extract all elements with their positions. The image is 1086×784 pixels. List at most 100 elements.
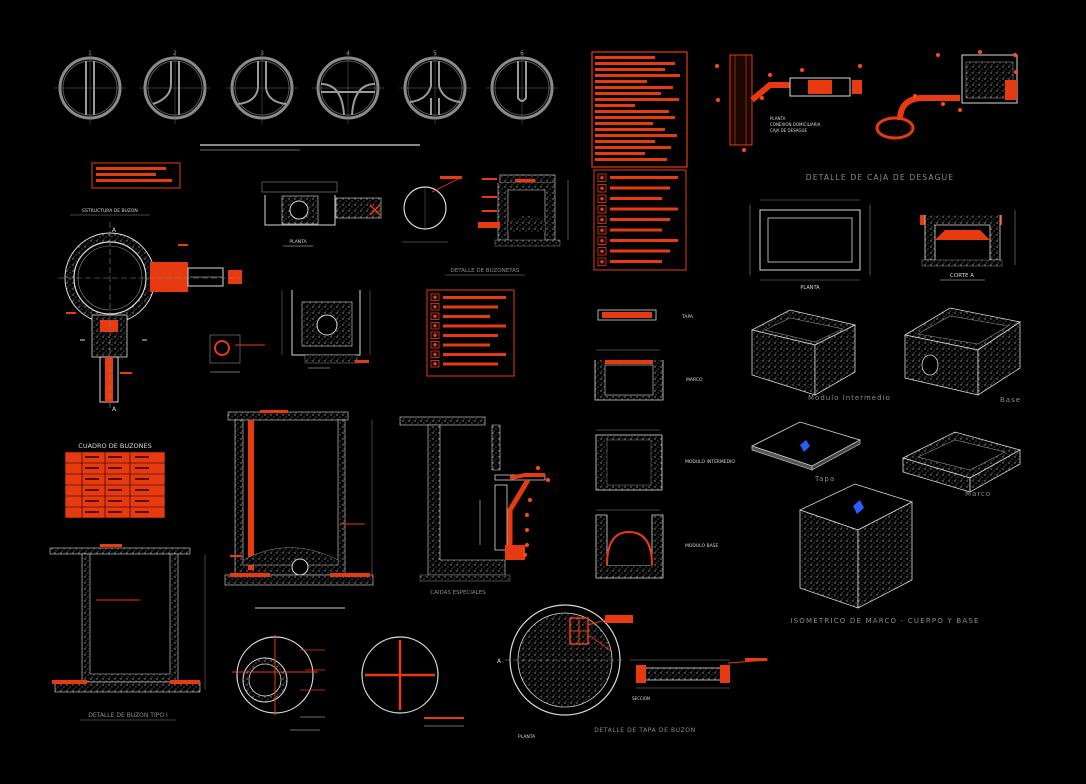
side-detail-marco: MARCO	[594, 349, 703, 401]
legend-row	[597, 236, 678, 245]
legend-row	[430, 331, 498, 339]
callout-marker	[858, 64, 862, 68]
note-line	[595, 68, 665, 71]
detalle-tapa-buzon-title: DETALLE DE TAPA DE BUZON	[594, 727, 695, 734]
note-line	[595, 80, 647, 83]
callout-marker	[760, 96, 764, 100]
svg-text:A: A	[497, 658, 502, 665]
tapa-buzon-plan: A PLANTA	[497, 604, 633, 740]
section-mark-a-bottom: A	[112, 406, 117, 413]
note-line	[595, 128, 665, 131]
note-line	[595, 74, 680, 77]
marco-iso-label: Marco	[965, 490, 991, 498]
note-line	[595, 152, 645, 155]
legend-row	[597, 257, 662, 266]
iso-base: Base	[903, 307, 1022, 404]
callout-marker	[978, 50, 982, 54]
circle-detail-4: 4	[312, 50, 384, 124]
tapa-planta-label: PLANTA	[518, 734, 536, 740]
svg-text:ESTRUCTURA DE BUZON: ESTRUCTURA DE BUZON	[82, 208, 138, 214]
note-line	[595, 104, 635, 107]
note-line	[595, 158, 667, 161]
circle-detail-1: 1	[54, 50, 126, 124]
buzon-section-1	[224, 410, 374, 609]
side-detail-modulo-base: MODULO BASE	[595, 509, 719, 579]
svg-text:CONEXION DOMICILIARIA: CONEXION DOMICILIARIA	[770, 122, 821, 127]
side-label-modulo-intermedio: MODULO INTERMEDIO	[685, 459, 735, 465]
detalle-caja-desague-title: DETALLE DE CAJA DE DESAGUE	[806, 173, 955, 182]
cuadro-buzones-title: CUADRO DE BUZONES	[78, 442, 151, 450]
section-mark-a-top: A	[112, 227, 117, 234]
detalle-buzonetas-title: DETALLE DE BUZONETAS	[451, 268, 520, 274]
legend-row	[430, 322, 506, 330]
notes-table-right	[593, 169, 687, 271]
modulo-intermedio-label: Modulo Intermedio	[808, 394, 891, 402]
buzoneta-circle	[402, 176, 462, 243]
callout-marker	[525, 528, 529, 532]
note-line	[595, 98, 679, 101]
callout-marker	[528, 498, 532, 502]
callout-marker	[800, 68, 804, 72]
circle-detail-5: 5	[399, 50, 471, 124]
note-line	[595, 122, 653, 125]
buzon-planta-detail: ESTRUCTURA DE BUZON A A	[58, 208, 242, 413]
iso-modulo-intermedio: Modulo Intermedio	[750, 309, 891, 402]
notes-table-center	[426, 289, 515, 377]
caidas-especiales-title: CAIDAS ESPECIALES	[430, 590, 486, 596]
base-label: Base	[1000, 396, 1021, 404]
side-detail-tapa: TAPA	[597, 309, 694, 321]
legend-row	[597, 205, 678, 214]
side-label-modulo-base: MODULO BASE	[685, 543, 719, 549]
legend-row	[597, 173, 678, 182]
callout-marker	[742, 148, 746, 152]
left-note-block	[91, 162, 181, 189]
callout-marker	[546, 478, 550, 482]
note-line	[595, 110, 669, 113]
tapa-buzon-section: SECCION	[630, 658, 769, 701]
svg-text:PLANTA: PLANTA	[770, 116, 786, 121]
cuadro-buzones-table	[64, 451, 166, 519]
caja-planta: PLANTA	[749, 199, 871, 291]
legend-row	[597, 184, 670, 193]
callout-marker	[936, 53, 940, 57]
side-detail-modulo-intermedio: MODULO INTERMEDIO	[595, 429, 735, 491]
legend-row	[430, 312, 490, 320]
svg-text:CAJA DE DESAGUE: CAJA DE DESAGUE	[770, 128, 807, 133]
callout-marker	[536, 466, 540, 470]
caja-corte-a: CORTE A	[920, 210, 1016, 281]
iso-marco-cuerpo-base: ISOMETRICO DE MARCO - CUERPO Y BASE	[790, 483, 978, 625]
caja-planta-label: PLANTA	[800, 285, 820, 291]
legend-row	[430, 341, 490, 349]
legend-row	[597, 194, 662, 203]
note-line	[595, 116, 675, 119]
side-label-tapa: TAPA	[681, 314, 694, 320]
buzon-tipo-1-section: DETALLE DE BUZON TIPO I	[49, 544, 206, 721]
svg-text:SECCION: SECCION	[632, 696, 650, 701]
callout-marker	[768, 73, 772, 77]
detalle-buzon-tipo-title: DETALLE DE BUZON TIPO I	[88, 712, 168, 719]
note-line	[595, 146, 671, 149]
note-line	[595, 62, 675, 65]
legend-row	[597, 215, 670, 224]
buzoneta-corte	[478, 174, 569, 247]
note-line	[595, 134, 677, 137]
svg-text:PLANTA: PLANTA	[289, 239, 307, 245]
callout-marker	[958, 108, 962, 112]
circle-detail-2: 2	[139, 50, 211, 124]
general-notes-block	[591, 51, 688, 168]
legend-row	[597, 247, 670, 256]
callout-marker	[715, 64, 719, 68]
callout-marker	[1014, 70, 1018, 74]
circle-details-row: 123456	[54, 50, 558, 124]
iso-marco: Marco	[901, 431, 1022, 498]
legend-row	[430, 293, 506, 301]
callout-marker	[1013, 53, 1017, 57]
callout-marker	[525, 513, 529, 517]
desague-section-detail	[875, 50, 1018, 140]
desague-connection-detail: PLANTA CONEXION DOMICILIARIA CAJA DE DES…	[715, 54, 862, 152]
legend-row	[430, 303, 498, 311]
callout-marker	[716, 98, 720, 102]
callout-marker	[941, 102, 945, 106]
iso-tapa: Tapa	[750, 421, 862, 483]
